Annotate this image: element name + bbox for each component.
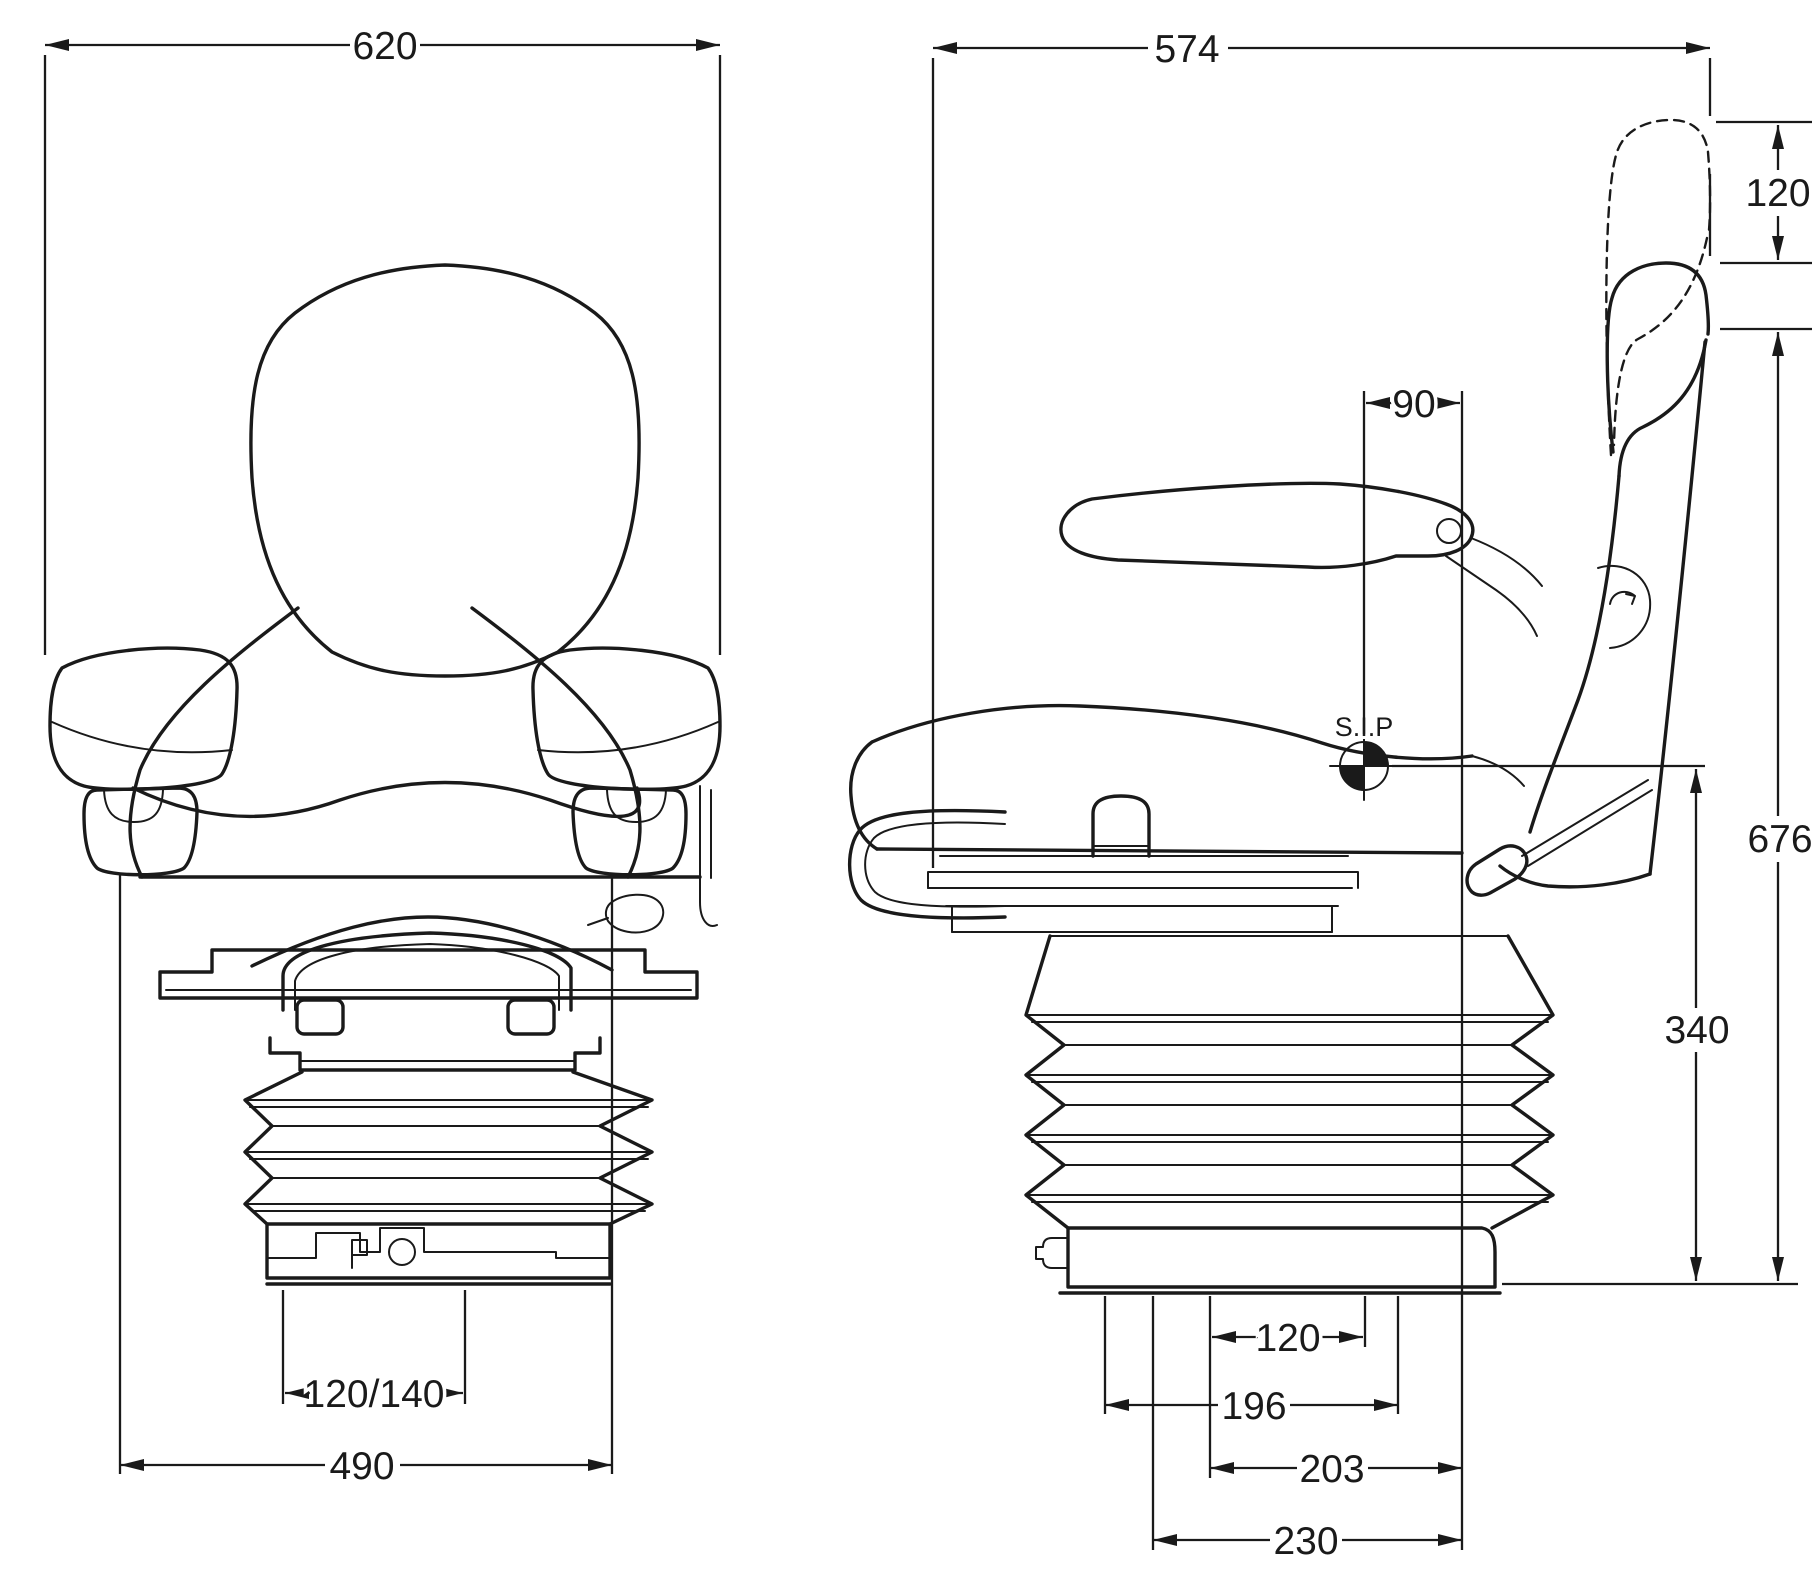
front-view bbox=[48, 263, 722, 1286]
dim-mount-pitch-a-label: 120 bbox=[1255, 1317, 1320, 1360]
suspension-rail bbox=[158, 915, 699, 1072]
dim-slide-rail-spacing-label: 120/140 bbox=[304, 1373, 445, 1416]
release-lever bbox=[587, 785, 718, 934]
recline-knob bbox=[1597, 565, 1652, 649]
dim-headrest-adjust-label: 120 bbox=[1745, 172, 1810, 215]
slide-handle bbox=[847, 808, 1007, 920]
dim-sip-setback: 90 bbox=[1362, 380, 1464, 1550]
dim-overall-width: 620 bbox=[43, 22, 722, 655]
dim-mount-pitch-d: 230 bbox=[1151, 1296, 1462, 1567]
rotate-arrow-icon bbox=[1609, 590, 1636, 605]
lumbar-seam bbox=[131, 780, 642, 819]
dim-mount-pitch-a: 120 bbox=[1208, 1296, 1367, 1478]
dim-mount-pitch-b: 196 bbox=[1103, 1296, 1400, 1432]
armrest-pivot-hole bbox=[1436, 518, 1462, 544]
dim-overall-depth: 574 bbox=[931, 25, 1712, 868]
armrest-left bbox=[48, 646, 239, 877]
armrest-side bbox=[1059, 481, 1543, 637]
side-view: S.I.P bbox=[847, 118, 1712, 1295]
dim-overall-height: 676 bbox=[1502, 327, 1815, 1286]
side-knob bbox=[1035, 1237, 1069, 1269]
base-front bbox=[265, 1222, 612, 1286]
dim-overall-depth-label: 574 bbox=[1154, 28, 1219, 71]
bolt-hole bbox=[388, 1238, 416, 1266]
swivel-latch bbox=[1091, 794, 1151, 858]
dim-slide-rail-spacing: 120/140 bbox=[281, 1290, 467, 1420]
headrest bbox=[249, 263, 641, 678]
headrest-raised-dashed bbox=[1605, 118, 1712, 457]
bellows-side bbox=[1024, 934, 1555, 1230]
dim-base-width-label: 490 bbox=[329, 1445, 394, 1488]
dim-base-width: 490 bbox=[118, 875, 614, 1492]
dim-sip-height: 340 bbox=[1392, 764, 1733, 1281]
p-cutout bbox=[351, 1239, 368, 1269]
dim-mount-pitch-c-label: 203 bbox=[1299, 1448, 1364, 1491]
backrest-right-edge bbox=[470, 606, 642, 879]
dim-overall-width-label: 620 bbox=[352, 25, 417, 68]
backrest-side bbox=[1498, 261, 1711, 889]
dim-overall-height-label: 676 bbox=[1747, 818, 1812, 861]
dim-sip-setback-label: 90 bbox=[1392, 383, 1435, 426]
dim-mount-pitch-b-label: 196 bbox=[1221, 1385, 1286, 1428]
backrest-left-edge bbox=[128, 606, 300, 879]
dim-headrest-adjust: 120 bbox=[1716, 120, 1814, 265]
dimensions: 620 490 120/140 574 bbox=[43, 22, 1815, 1567]
dim-mount-pitch-d-label: 230 bbox=[1273, 1520, 1338, 1563]
bellows-front bbox=[243, 1070, 654, 1226]
slide-rails bbox=[847, 794, 1359, 933]
recline-lever bbox=[1465, 779, 1653, 897]
dim-sip-height-label: 340 bbox=[1664, 1009, 1729, 1052]
cushion-side bbox=[849, 703, 1525, 855]
dim-mount-pitch-c: 203 bbox=[1210, 1445, 1462, 1495]
base-side bbox=[1035, 1226, 1502, 1295]
armrest-right bbox=[531, 646, 722, 877]
sip-symbol: S.I.P bbox=[1329, 709, 1396, 801]
